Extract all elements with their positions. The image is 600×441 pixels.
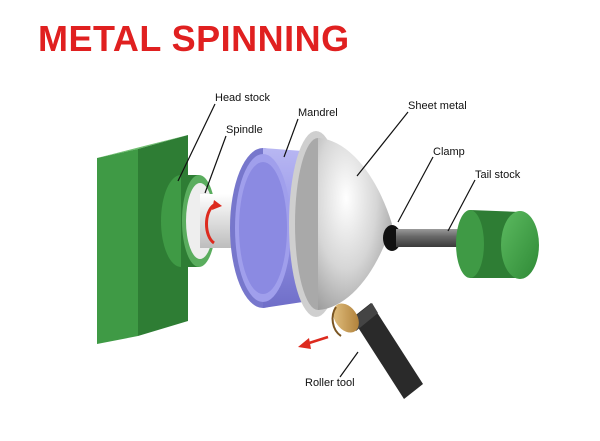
leader-sheet-metal [356,111,409,177]
label-sheet-metal: Sheet metal [408,100,467,112]
label-head-stock: Head stock [215,92,271,104]
diagram-title: METAL SPINNING [38,18,350,59]
leader-clamp [397,156,434,223]
roller-tool [331,303,423,399]
feed-arrow-icon [298,335,329,349]
label-roller-tool: Roller tool [305,377,355,389]
tail-stock-rod [396,229,466,247]
leader-roller-tool [339,351,359,378]
sheet-metal [289,131,392,317]
rotation-arrow-icon [205,203,216,245]
label-clamp: Clamp [433,146,465,158]
leader-head-stock [177,103,216,182]
leader-mandrel [283,118,299,158]
leader-tail-stock [447,179,476,232]
label-spindle: Spindle [226,124,263,136]
label-mandrel: Mandrel [298,107,338,119]
leader-spindle [204,135,227,194]
tail-stock-cylinder [456,210,539,279]
label-tail-stock: Tail stock [475,169,521,181]
leader-lines [177,103,476,378]
